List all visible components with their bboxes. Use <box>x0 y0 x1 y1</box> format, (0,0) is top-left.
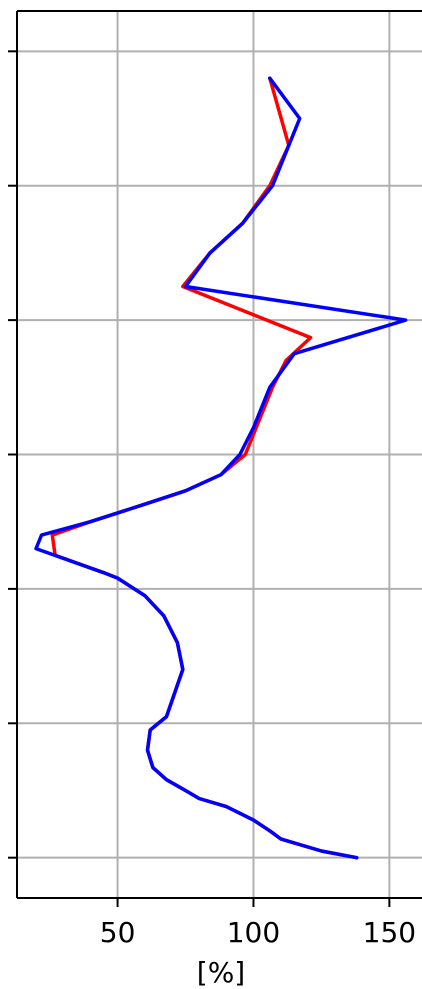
x-tick-label: 50 <box>100 916 136 949</box>
series-line-2 <box>34 76 408 860</box>
x-axis-label: [%] <box>197 956 245 989</box>
grid <box>17 11 422 898</box>
x-tick-label: 150 <box>363 916 416 949</box>
ticks-layer: 50 100 150 <box>8 50 416 949</box>
plot-frame <box>16 10 422 899</box>
series-layer <box>34 76 408 860</box>
x-tick-label: 100 <box>227 916 280 949</box>
